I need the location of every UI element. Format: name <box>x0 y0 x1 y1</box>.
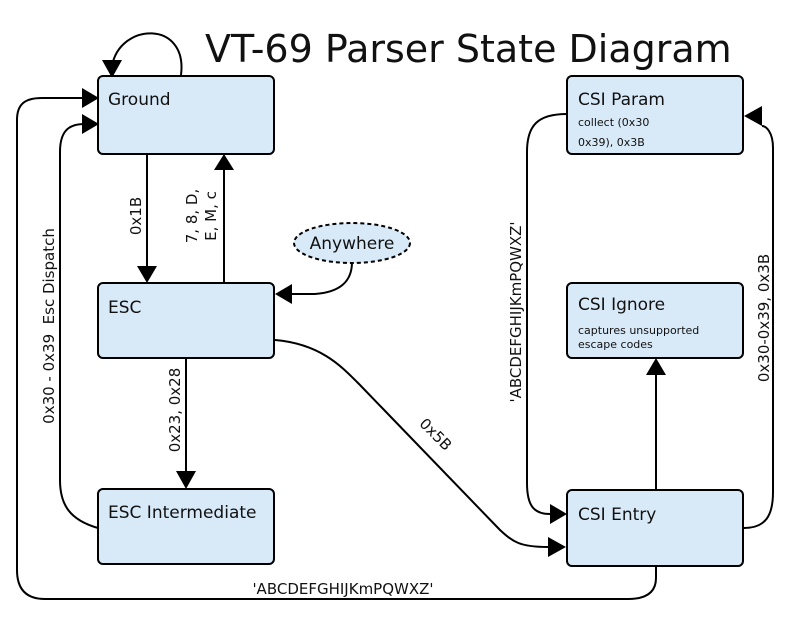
state-box <box>97 488 275 565</box>
state-esc-intermediate: ESC Intermediate <box>97 488 275 565</box>
state-box <box>97 75 275 155</box>
arrowhead <box>548 537 566 557</box>
state-note: escape codes <box>578 338 653 351</box>
state-label: ESC Intermediate <box>108 503 256 523</box>
state-label: ESC <box>108 298 141 318</box>
edge-intermediate-to-ground <box>59 123 99 529</box>
state-label: Ground <box>108 90 171 110</box>
arrowhead <box>82 88 99 108</box>
edge-label-esc-to-ground-line1: 7, 8, D, <box>183 189 201 243</box>
state-note: collect (0x30 <box>578 116 649 129</box>
state-note: 0x39), 0x3B <box>578 136 645 149</box>
arrowhead <box>646 358 666 375</box>
edge-csi-param-to-csi-entry <box>526 113 568 515</box>
state-note: captures unsupported <box>578 324 699 337</box>
state-label: Anywhere <box>310 234 395 254</box>
diagram-title: VT-69 Parser State Diagram <box>205 27 732 71</box>
state-csi-ignore: CSI Ignore captures unsupported escape c… <box>566 282 744 359</box>
edge-label-ground-to-esc: 0x1B <box>127 197 145 235</box>
state-box <box>566 75 744 155</box>
state-box <box>566 282 744 359</box>
edge-label-esc-to-intermediate: 0x23, 0x28 <box>166 368 184 453</box>
arrowhead <box>137 266 157 283</box>
edge-csi-entry-to-csi-param <box>743 125 774 529</box>
state-label: CSI Param <box>578 90 665 110</box>
edge-label-csi-entry-to-ground: 'ABCDEFGHIJKmPQWXZ' <box>252 580 433 598</box>
edge-label-csi-entry-to-csi-param: 0x30-0x39, 0x3B <box>755 254 773 382</box>
edge-label-esc-to-ground-line2: E, M, c <box>202 191 220 241</box>
state-csi-param: CSI Param collect (0x30 0x39), 0x3B <box>566 75 744 155</box>
arrowhead <box>214 154 234 170</box>
arrowhead <box>744 106 762 126</box>
arrowhead <box>176 471 196 489</box>
state-box <box>566 489 744 567</box>
arrowhead <box>102 60 122 78</box>
edge-esc-to-csi-entry <box>274 339 549 548</box>
edge-ground-self-loop <box>111 32 183 76</box>
state-csi-entry: CSI Entry <box>566 489 744 567</box>
arrowhead <box>275 284 292 304</box>
state-label: CSI Ignore <box>578 295 665 315</box>
edge-csi-entry-to-ground <box>16 97 657 600</box>
edge-label-csi-param-to-csi-entry: 'ABCDEFGHIJKmPQWXZ' <box>507 221 525 402</box>
edge-label-intermediate-to-ground: 0x30 - 0x39 Esc Dispatch <box>40 228 58 424</box>
state-box <box>97 282 275 359</box>
state-label: CSI Entry <box>578 505 656 525</box>
arrowhead <box>82 114 99 134</box>
edge-anywhere-to-esc <box>290 261 353 295</box>
arrowhead <box>550 504 567 524</box>
state-ellipse <box>293 222 411 264</box>
state-ground: Ground <box>97 75 275 155</box>
state-esc: ESC <box>97 282 275 359</box>
state-anywhere: Anywhere <box>293 222 411 264</box>
